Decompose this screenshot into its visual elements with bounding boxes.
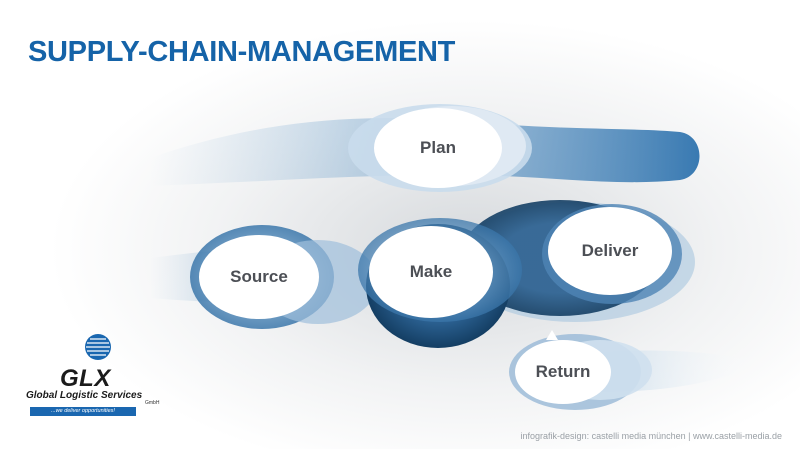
deliver-node [548, 207, 672, 295]
globe-icon [85, 334, 111, 360]
deliver-label: Deliver [581, 241, 639, 260]
source-node [199, 235, 319, 319]
plan-node [374, 108, 502, 188]
logo-legal-form: GmbH [145, 400, 160, 406]
make-label: Make [409, 262, 453, 281]
logo-wordmark: GLX [60, 365, 111, 392]
return-node [515, 340, 611, 404]
page-title: SUPPLY-CHAIN-MANAGEMENT [28, 36, 456, 68]
company-logo: GLX Global Logistic Services GmbH ...we … [24, 333, 166, 423]
logo-slogan: ...we deliver opportunities! [30, 407, 136, 416]
source-label: Source [230, 267, 288, 286]
return-label: Return [535, 362, 591, 381]
logo-company-name: Global Logistic Services [26, 390, 143, 401]
plan-label: Plan [420, 138, 456, 157]
make-node [369, 226, 493, 318]
design-credit: infografik-design: castelli media münche… [520, 431, 782, 441]
